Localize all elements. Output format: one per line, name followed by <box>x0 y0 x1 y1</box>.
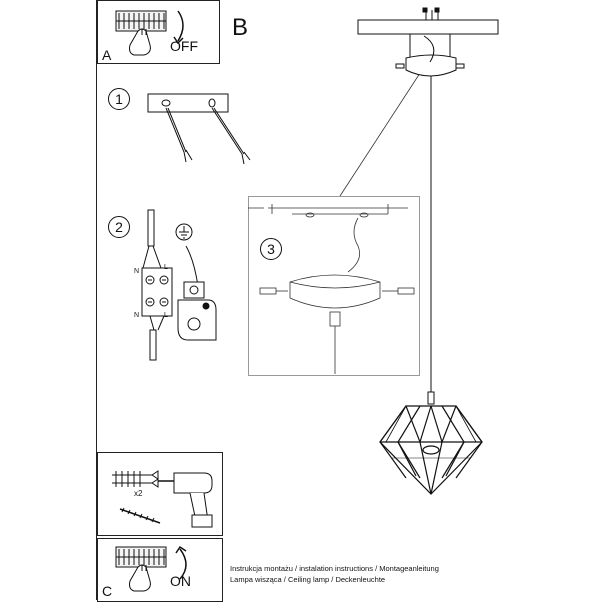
off-label: OFF <box>170 38 198 54</box>
step-1-circle: 1 <box>108 88 130 110</box>
switch-on-illustration <box>115 545 187 592</box>
drill-panel: x2 <box>97 452 223 536</box>
switch-off-illustration <box>115 10 184 56</box>
panel-a: A OFF <box>97 0 220 64</box>
pendant-lamp-illustration <box>357 7 499 495</box>
anchor-quantity-label: x2 <box>134 489 143 498</box>
wire-l-top-label: L <box>164 264 168 271</box>
panel-c-label: C <box>102 583 113 599</box>
detail-leader-line <box>339 69 423 197</box>
ground-terminal-illustration <box>175 223 217 341</box>
panel-c: C ON <box>97 538 223 602</box>
wire-n-bottom-label: N <box>134 312 140 319</box>
ceiling-canopy-detail <box>248 204 415 374</box>
caption-line-1: Instrukcja montażu / instalation instruc… <box>230 564 439 573</box>
wire-n-top-label: N <box>134 268 140 275</box>
page-frame <box>96 0 600 600</box>
drill-and-anchors-illustration <box>112 470 213 528</box>
step-1-illustration <box>147 93 251 165</box>
step-2-circle: 2 <box>108 216 130 238</box>
step-2-wiring-illustration <box>141 209 173 361</box>
panel-a-label: A <box>102 47 112 63</box>
wire-l-bottom-label: L <box>164 312 168 319</box>
caption-line-2: Lampa wisząca / Ceiling lamp / Deckenleu… <box>230 575 386 584</box>
panel-b-label: B <box>232 14 249 41</box>
on-label: ON <box>170 573 191 589</box>
step-3-circle: 3 <box>260 238 282 260</box>
